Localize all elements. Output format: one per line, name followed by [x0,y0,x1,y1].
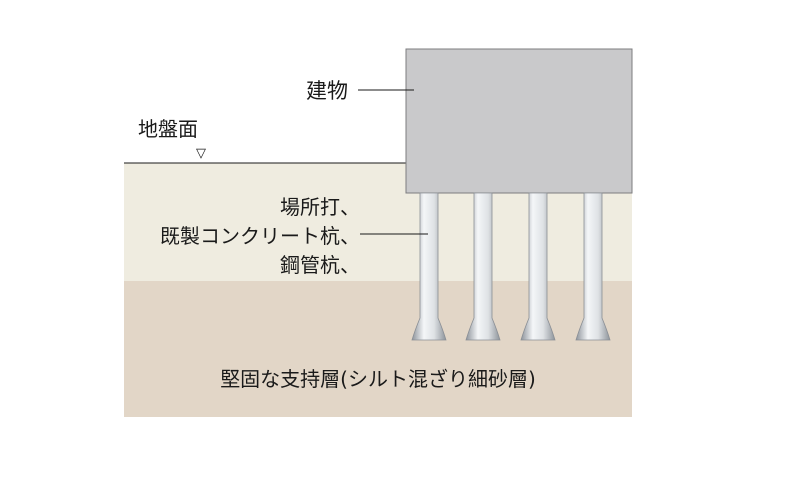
piles [411,192,611,341]
pile-label-line-1: 場所打、 [280,195,360,219]
pile-4 [575,192,611,341]
ground-surface-marker-icon: ▽ [196,146,206,161]
bearing-soil-layer [124,281,632,417]
ground-surface-label: 地盤面 [138,117,198,141]
building-label: 建物 [306,79,348,103]
pile-label-line-3: 鋼管杭、 [280,253,360,277]
pile-1 [411,192,447,341]
pile-label-line-2: 既製コンクリート杭、 [160,224,360,248]
building-block [405,48,633,194]
pile-2 [465,192,501,341]
bearing-layer-label: 堅固な支持層(シルト混ざり細砂層) [220,367,536,391]
pile-3 [520,192,556,341]
